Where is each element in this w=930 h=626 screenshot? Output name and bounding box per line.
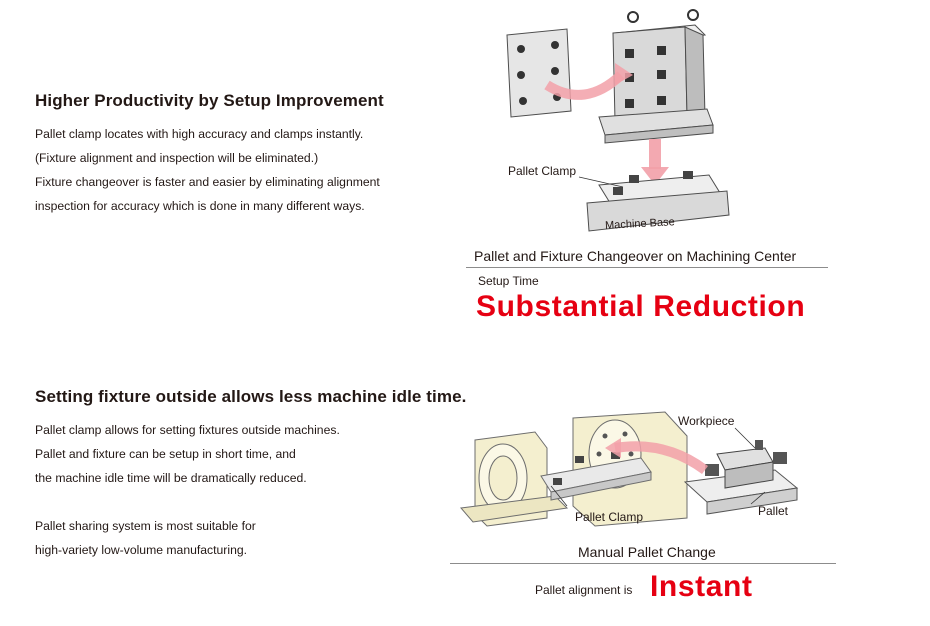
section1-paragraph: Pallet clamp locates with high accuracy …: [35, 122, 380, 218]
section1-line-2: (Fixture alignment and inspection will b…: [35, 151, 319, 165]
fixture-plate: [506, 28, 572, 118]
changeover-illustration: [506, 9, 730, 232]
section2-line-5: high-variety low-volume manufacturing.: [35, 543, 248, 557]
pallet-change-illustration: [460, 411, 799, 527]
label-workpiece: Workpiece: [678, 414, 735, 428]
section1-line-3: Fixture changeover is faster and easier …: [35, 175, 380, 189]
pallet-with-workpiece: [683, 440, 799, 515]
figure2-divider: [450, 563, 836, 564]
section1-heading: Higher Productivity by Setup Improvement: [35, 91, 384, 110]
figure1-caption: Pallet and Fixture Changeover on Machini…: [474, 248, 797, 264]
machine-base: [586, 171, 730, 232]
section2-heading: Setting fixture outside allows less mach…: [35, 387, 467, 406]
section2-line-4: Pallet sharing system is most suitable f…: [35, 519, 256, 533]
section2-paragraph-2: Pallet sharing system is most suitable f…: [35, 514, 256, 562]
machine-housing: [460, 431, 569, 527]
pallet-alignment-result: Instant: [650, 570, 753, 603]
label-pallet-clamp-2: Pallet Clamp: [575, 510, 644, 524]
setup-time-label: Setup Time: [478, 274, 539, 288]
pallet-alignment-label: Pallet alignment is: [535, 583, 633, 597]
section2-line-3: the machine idle time will be dramatical…: [35, 471, 307, 485]
pallet-rail: [540, 452, 652, 501]
section2-paragraph: Pallet clamp allows for setting fixtures…: [35, 418, 340, 490]
figure1-divider: [466, 267, 828, 268]
section1-line-4: inspection for accuracy which is done in…: [35, 199, 365, 213]
section1-line-1: Pallet clamp locates with high accuracy …: [35, 127, 364, 141]
label-pallet-clamp-1: Pallet Clamp: [508, 164, 577, 178]
tombstone-fixture: [598, 9, 714, 144]
setup-time-result: Substantial Reduction: [476, 290, 806, 323]
label-pallet: Pallet: [758, 504, 789, 518]
figure2-caption: Manual Pallet Change: [578, 544, 716, 560]
section2-line-1: Pallet clamp allows for setting fixtures…: [35, 423, 340, 437]
section2-line-2: Pallet and fixture can be setup in short…: [35, 447, 296, 461]
